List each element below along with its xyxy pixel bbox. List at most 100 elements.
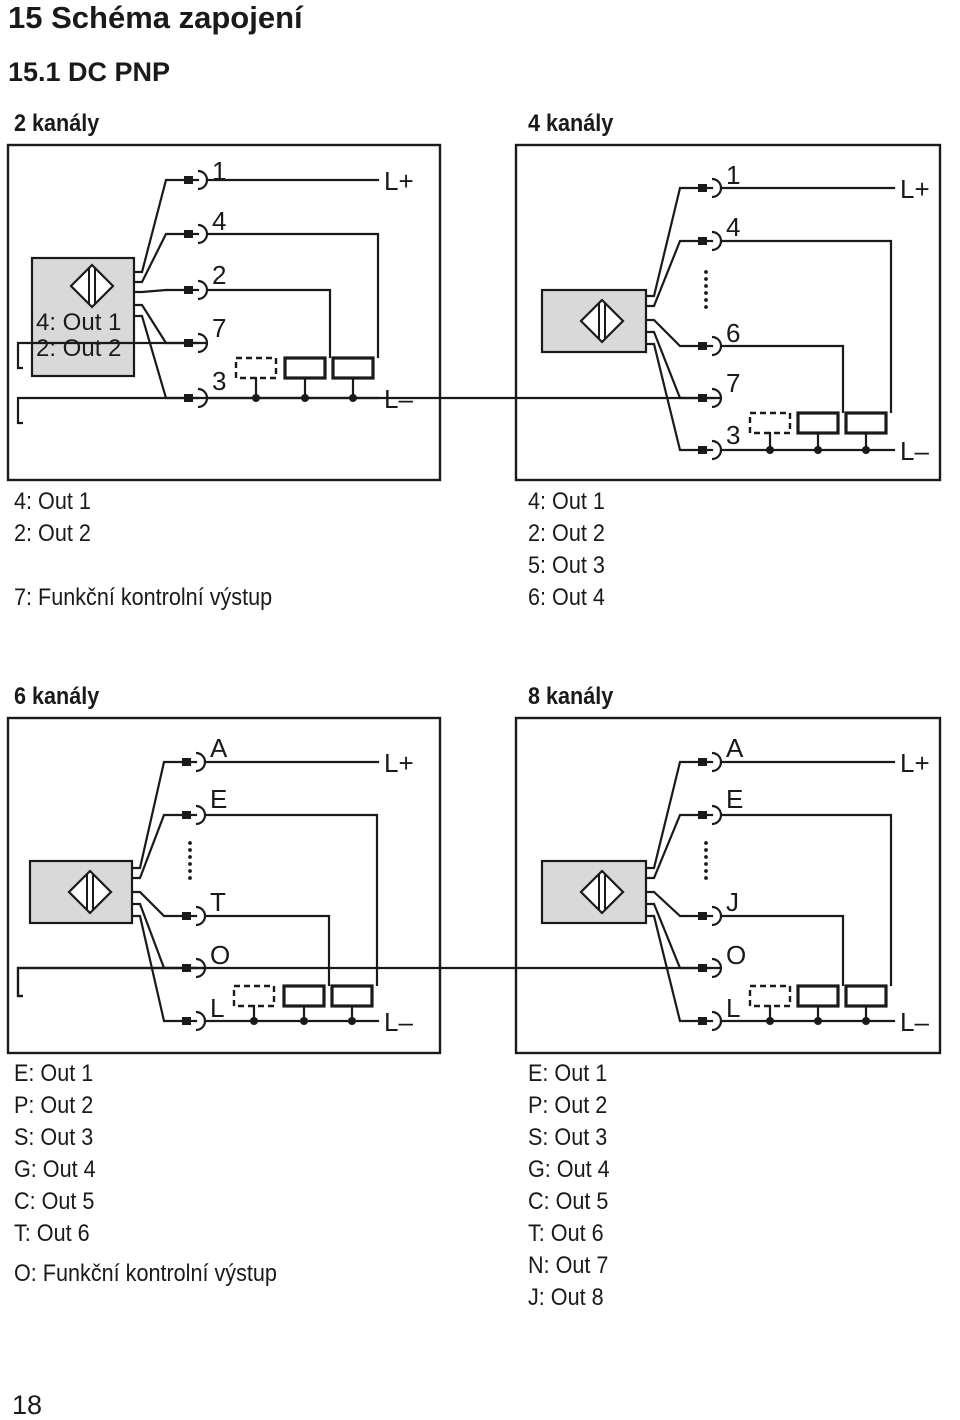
continuation-dot	[704, 270, 708, 274]
legend-line: P: Out 2	[528, 1092, 608, 1119]
continuation-dot	[188, 848, 192, 852]
legend-line: N: Out 7	[528, 1252, 609, 1279]
plug-pin-block	[182, 811, 191, 819]
plug-pin-block	[698, 237, 707, 245]
continuation-dot	[188, 862, 192, 866]
continuation-dot	[188, 841, 192, 845]
legend-line: 4: Out 1	[14, 488, 91, 515]
continuation-dot	[704, 298, 708, 302]
plug-pin-block	[182, 758, 191, 766]
legend-line: T: Out 6	[14, 1220, 90, 1247]
continuation-dot	[188, 876, 192, 880]
relay-load	[282, 984, 326, 1008]
supply-plus-label: L+	[384, 166, 414, 196]
fan-wire	[134, 303, 184, 345]
socket-icon	[711, 804, 723, 826]
fan-wire	[646, 239, 698, 308]
pin-label: 7	[726, 368, 740, 398]
pin-label: A	[726, 733, 744, 763]
signal-wire	[721, 344, 845, 413]
legend-line: G: Out 4	[14, 1156, 96, 1183]
legend-line: P: Out 2	[14, 1092, 94, 1119]
legend-line: 2: Out 2	[528, 520, 605, 547]
signal-wire	[721, 239, 893, 413]
junction-dot	[300, 1017, 308, 1025]
continuation-dot	[188, 869, 192, 873]
legend-line: S: Out 3	[14, 1124, 94, 1151]
plug-pin-block	[698, 1017, 707, 1025]
diamond-sensor-icon	[67, 869, 113, 915]
legend-4ch: 4: Out 1 2: Out 2 5: Out 3 6: Out 4	[528, 486, 605, 614]
signal-wire	[721, 813, 893, 986]
legend-line: G: Out 4	[528, 1156, 610, 1183]
socket-icon	[711, 1010, 723, 1032]
continuation-dot	[704, 305, 708, 309]
plug-pin-block	[698, 758, 707, 766]
plug-pin-block	[698, 446, 707, 454]
fan-wire	[646, 890, 698, 918]
diamond-sensor-icon	[579, 298, 625, 344]
fan-wire	[134, 314, 184, 400]
junction-dot	[250, 1017, 258, 1025]
junction-dot	[814, 1017, 822, 1025]
plug-pin-block	[182, 912, 191, 920]
section-title: 15.1 DC PNP	[8, 57, 171, 87]
pin-label: L	[726, 993, 740, 1023]
diamond-sensor-icon	[69, 263, 115, 309]
panel-heading-6ch: 6 kanály	[14, 683, 100, 710]
supply-minus-label: L–	[900, 436, 929, 466]
plug-pin-block	[184, 230, 193, 238]
panel-heading-2ch: 2 kanály	[14, 110, 100, 137]
signal-wire	[16, 966, 205, 998]
diamond-sensor-icon	[579, 869, 625, 915]
legend-line: T: Out 6	[528, 1220, 604, 1247]
fan-wire	[132, 760, 182, 870]
relay-load	[796, 984, 840, 1008]
socket-icon	[195, 905, 207, 927]
legend-8ch: E: Out 1 P: Out 2 S: Out 3 G: Out 4 C: O…	[528, 1058, 610, 1314]
legend-line: 4: Out 1	[528, 488, 605, 515]
plug-pin-block	[698, 912, 707, 920]
page-number: 18	[12, 1390, 43, 1420]
continuation-dot	[704, 862, 708, 866]
relay-load	[330, 984, 374, 1008]
legend-6ch: E: Out 1 P: Out 2 S: Out 3 G: Out 4 C: O…	[14, 1058, 277, 1290]
pin-label: 3	[726, 420, 740, 450]
socket-icon	[197, 169, 209, 191]
continuation-dot	[704, 291, 708, 295]
supply-plus-label: L+	[384, 748, 414, 778]
diagram-frame	[514, 716, 942, 1055]
pin-label: 3	[212, 366, 226, 396]
load-optional-dashed	[232, 984, 276, 1008]
load-optional-dashed	[748, 411, 792, 435]
socket-icon	[195, 1010, 207, 1032]
junction-dot	[814, 446, 822, 454]
junction-dot	[766, 446, 774, 454]
load-optional-dashed	[748, 984, 792, 1008]
continuation-dot	[704, 855, 708, 859]
continuation-dot	[704, 277, 708, 281]
pin-label: 6	[726, 318, 740, 348]
socket-icon	[711, 335, 723, 357]
socket-icon	[711, 439, 723, 461]
pin-label: 4	[726, 212, 740, 242]
fan-wire	[134, 232, 184, 284]
fan-wire	[132, 902, 182, 970]
signal-wire	[207, 232, 380, 358]
signal-wire	[16, 341, 207, 370]
panel-heading-8ch: 8 kanály	[528, 683, 614, 710]
sensor-label: 4: Out 1	[36, 309, 121, 336]
relay-load	[331, 356, 375, 380]
continuation-dot	[704, 841, 708, 845]
legend-line: 7: Funkční kontrolní výstup	[14, 584, 273, 611]
supply-minus-label: L–	[384, 1007, 413, 1037]
socket-icon	[195, 804, 207, 826]
diagram-frame	[6, 716, 442, 1055]
continuation-dot	[188, 855, 192, 859]
pin-label: O	[726, 940, 746, 970]
relay-load	[283, 356, 327, 380]
